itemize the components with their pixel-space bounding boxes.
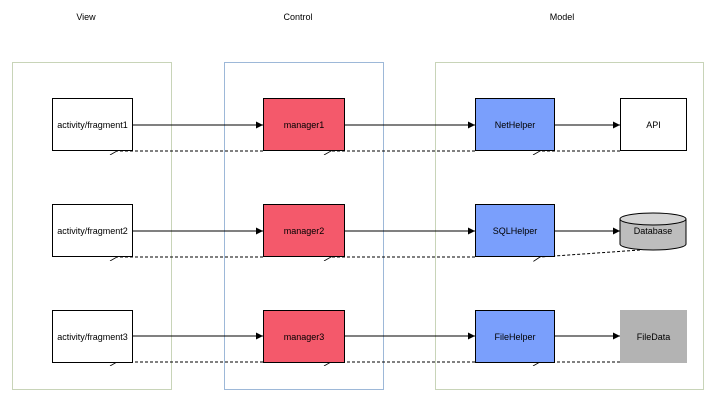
- database-label: Database: [633, 226, 673, 236]
- api-node: API: [620, 98, 687, 151]
- model-column-title: Model: [549, 12, 575, 22]
- manager-node-1: manager1: [263, 98, 345, 151]
- return-arrow-row2-target-to-helper: [540, 249, 641, 257]
- view-node-3: activity/fragment3: [52, 310, 133, 363]
- manager-node-2: manager2: [263, 204, 345, 257]
- view-node-1: activity/fragment1: [52, 98, 133, 151]
- view-column-title: View: [76, 12, 96, 22]
- helper-node-2: SQLHelper: [475, 204, 555, 257]
- filedata-node: FileData: [620, 310, 687, 363]
- database-cylinder-icon: [619, 212, 687, 251]
- view-node-2: activity/fragment2: [52, 204, 133, 257]
- helper-node-3: FileHelper: [475, 310, 555, 363]
- helper-node-1: NetHelper: [475, 98, 555, 151]
- manager-node-3: manager3: [263, 310, 345, 363]
- control-column-title: Control: [283, 12, 313, 22]
